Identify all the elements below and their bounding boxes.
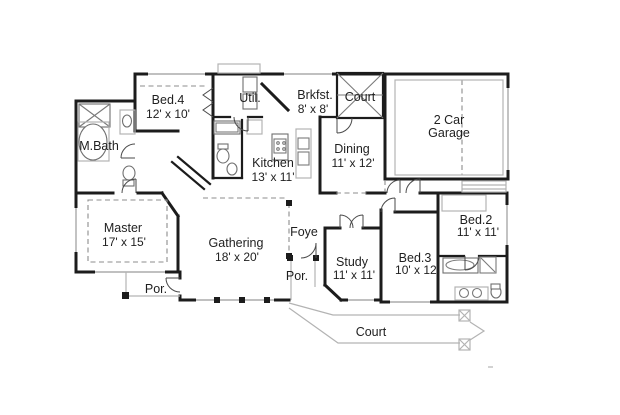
hall-bath-fixtures <box>213 120 241 176</box>
room-label-bed3: Bed.3 <box>399 251 432 265</box>
kitchen-fixtures <box>246 119 312 179</box>
room-dims-dining: 11' x 12' <box>331 156 374 170</box>
room-dims-bed2: 11' x 11' <box>457 225 499 239</box>
room-dims-bed4: 12' x 10' <box>146 107 190 121</box>
room-label-gathering: Gathering <box>209 236 264 250</box>
door-arcs <box>120 87 480 293</box>
room-label-master: Master <box>104 221 142 235</box>
interior-walls <box>74 71 387 274</box>
room-label-court-bottom: Court <box>356 325 387 339</box>
room-label-court-top: Court <box>345 90 376 104</box>
room-label-dining: Dining <box>334 142 369 156</box>
room-label-brkfst: Brkfst. <box>297 88 332 102</box>
laundry-fixtures <box>242 76 258 110</box>
court-path <box>288 302 493 368</box>
master-bath-fixtures <box>77 103 136 187</box>
room-label-foyer: Foye <box>290 225 318 239</box>
garage-details <box>217 63 507 193</box>
room-label-util: Util. <box>239 91 261 105</box>
room-labels: Bed.4 12' x 10' Util. Brkfst. 8' x 8' Co… <box>79 88 499 339</box>
room-label-porch-left: Por. <box>145 282 167 296</box>
room-dims-study: 11' x 11' <box>333 268 375 282</box>
room-label-study: Study <box>336 255 369 269</box>
court-atrium <box>336 72 384 119</box>
room-label-garage-1: 2 Car <box>434 113 465 127</box>
room-dims-gathering: 18' x 20' <box>215 250 259 264</box>
room-label-garage-2: Garage <box>428 126 470 140</box>
room-dims-brkfst: 8' x 8' <box>298 102 329 116</box>
dashed-details <box>87 80 463 263</box>
room-dims-bed3: 10' x 12' <box>395 263 439 277</box>
room-label-bed4: Bed.4 <box>152 93 185 107</box>
room-label-mbath: M.Bath <box>79 139 119 153</box>
porch-left <box>122 272 180 299</box>
room-label-kitchen: Kitchen <box>252 156 294 170</box>
room-dims-kitchen: 13' x 11' <box>251 170 294 184</box>
windows <box>74 72 510 304</box>
room-label-bed2: Bed.2 <box>460 213 493 227</box>
bath3-fixtures <box>441 194 502 301</box>
room-label-porch-center: Por. <box>286 269 308 283</box>
room-dims-master: 17' x 15' <box>102 235 146 249</box>
